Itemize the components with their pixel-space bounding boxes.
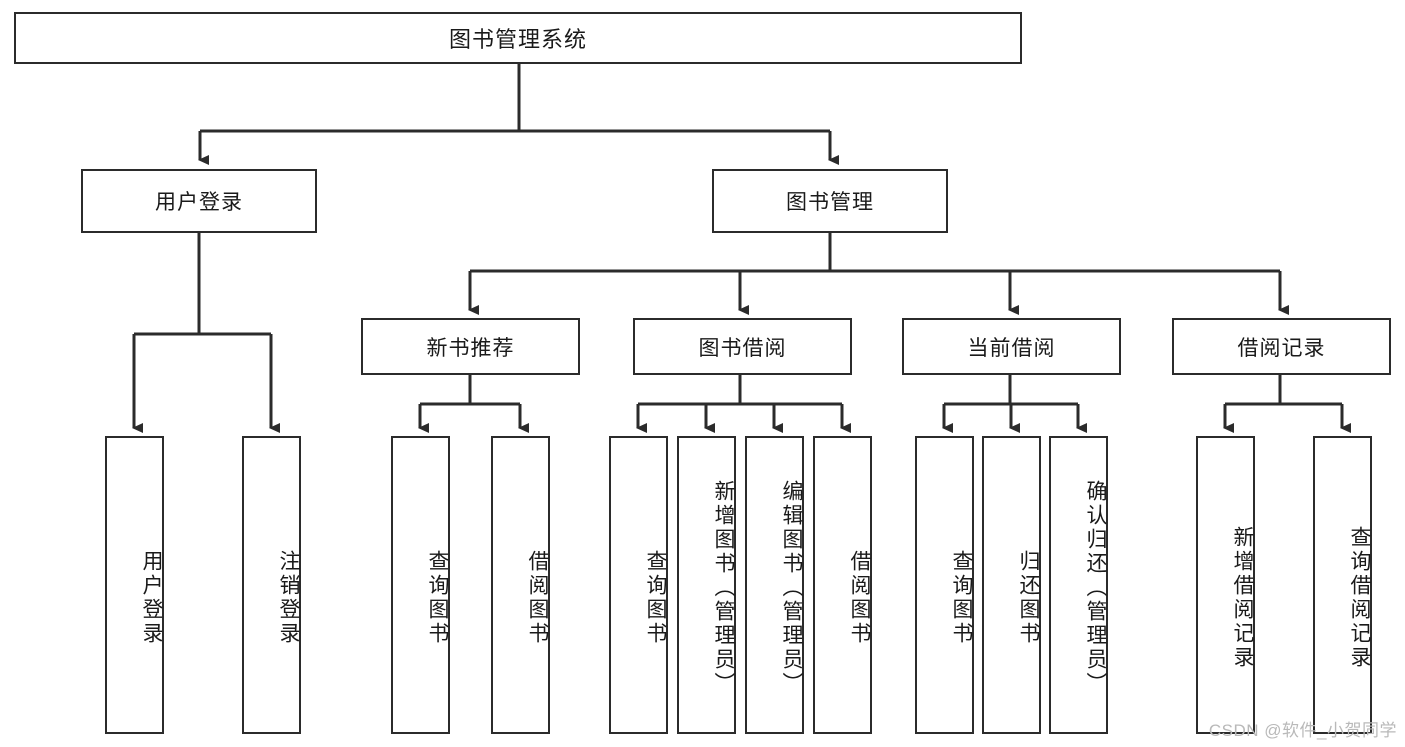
node-current-borrow[interactable]: 当前借阅	[902, 318, 1121, 375]
leaf-user-login[interactable]: 用户登录	[105, 436, 164, 734]
leaf-borrow-book-recommend[interactable]: 借阅图书	[491, 436, 550, 734]
csdn-watermark: CSDN @软件_小贺同学	[1208, 721, 1397, 740]
leaf-query-borrow-record[interactable]: 查询借阅记录	[1313, 436, 1372, 734]
leaf-query-book-borrow[interactable]: 查询图书	[609, 436, 668, 734]
leaf-return-book[interactable]: 归还图书	[982, 436, 1041, 734]
leaf-query-book-current[interactable]: 查询图书	[915, 436, 974, 734]
leaf-add-book-admin[interactable]: 新增图书（管理员）	[677, 436, 736, 734]
leaf-edit-book-admin[interactable]: 编辑图书（管理员）	[745, 436, 804, 734]
node-root-system[interactable]: 图书管理系统	[14, 12, 1022, 64]
leaf-query-book-recommend[interactable]: 查询图书	[391, 436, 450, 734]
node-book-borrow[interactable]: 图书借阅	[633, 318, 852, 375]
node-borrow-record[interactable]: 借阅记录	[1172, 318, 1391, 375]
leaf-logout[interactable]: 注销登录	[242, 436, 301, 734]
leaf-add-borrow-record[interactable]: 新增借阅记录	[1196, 436, 1255, 734]
node-new-book-recommend[interactable]: 新书推荐	[361, 318, 580, 375]
leaf-borrow-book[interactable]: 借阅图书	[813, 436, 872, 734]
leaf-confirm-return-admin[interactable]: 确认归还（管理员）	[1049, 436, 1108, 734]
node-book-management[interactable]: 图书管理	[712, 169, 948, 233]
node-user-login[interactable]: 用户登录	[81, 169, 317, 233]
